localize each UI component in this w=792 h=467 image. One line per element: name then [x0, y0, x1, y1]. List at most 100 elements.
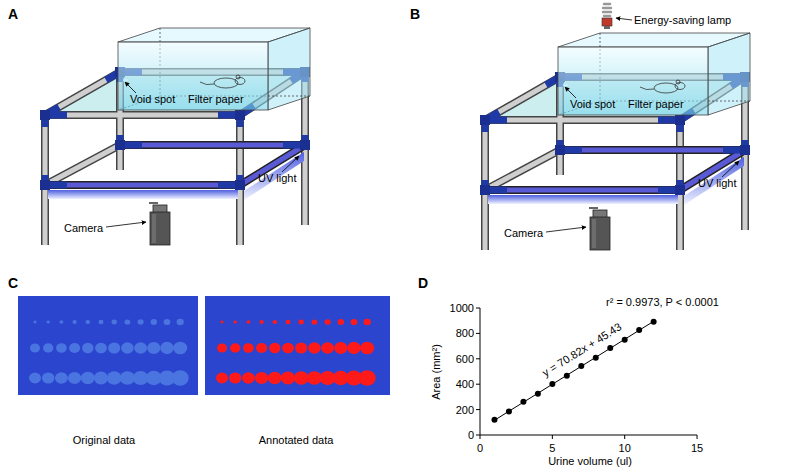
photo-background — [205, 296, 390, 395]
urine-spot — [256, 343, 267, 353]
axis-tick — [476, 409, 480, 410]
urine-spot — [347, 342, 361, 354]
axis-tick-label: 0 — [468, 430, 474, 441]
data-point — [636, 327, 642, 333]
urine-spot — [43, 343, 53, 352]
urine-spot — [121, 342, 134, 353]
data-point — [622, 337, 628, 343]
axis-tick — [476, 333, 480, 334]
urine-spot — [107, 371, 122, 384]
urine-spot — [220, 321, 223, 324]
urine-spot — [281, 372, 295, 385]
urine-spot — [134, 342, 147, 354]
urine-spot — [172, 370, 189, 385]
stat-label: r² = 0.9973, P < 0.0001 — [606, 297, 719, 308]
urine-spot — [294, 371, 309, 384]
urine-spot — [334, 342, 347, 354]
axis-tick-label: 0 — [477, 443, 483, 454]
callout-label: UV light — [258, 173, 297, 184]
urine-spot — [272, 320, 277, 324]
urine-spot — [120, 371, 135, 385]
urine-spot — [177, 319, 184, 325]
axis-tick — [480, 435, 481, 439]
camera — [150, 212, 170, 245]
urine-spot — [33, 321, 36, 324]
callout-label: Camera — [504, 228, 543, 239]
image-caption: Original data — [73, 435, 135, 446]
panel-letter: D — [418, 276, 428, 290]
urine-spot — [351, 319, 358, 325]
axis-title: Urine volume (ul) — [548, 456, 632, 467]
urine-spot — [216, 373, 228, 384]
urine-spot — [30, 344, 40, 353]
axis-tick — [476, 308, 480, 309]
data-point — [593, 355, 599, 361]
urine-spot — [325, 319, 331, 324]
energy-saving-lamp — [603, 4, 611, 16]
frame-joint — [235, 180, 245, 190]
urine-spot — [46, 320, 50, 323]
dash-mark — [149, 202, 158, 203]
urine-spot — [164, 319, 171, 325]
data-point — [491, 417, 497, 423]
apparatus — [40, 28, 310, 245]
urine-spot — [42, 372, 54, 383]
callout-label: Energy-saving lamp — [634, 15, 731, 26]
urine-spot — [217, 344, 227, 353]
uv-light — [244, 152, 304, 200]
urine-spot — [312, 319, 318, 324]
urine-spot — [242, 372, 255, 384]
leader-arrow — [616, 18, 632, 20]
data-point — [564, 373, 570, 379]
axis-tick — [624, 435, 625, 439]
leader-arrow — [106, 82, 299, 227]
urine-spot — [112, 320, 117, 325]
urine-spot — [108, 343, 120, 354]
axis-tick — [476, 358, 480, 359]
equation-label: y = 70.82x + 45.43 — [540, 321, 623, 379]
axis-line — [480, 308, 697, 435]
urine-spot — [359, 370, 376, 385]
urine-spot — [299, 320, 304, 325]
axis-tick-label: 1000 — [450, 303, 474, 314]
light-bar — [45, 145, 305, 185]
camera — [150, 205, 170, 245]
axis-tick-label: 600 — [456, 353, 474, 364]
urine-spot — [81, 372, 95, 384]
urine-spot — [85, 320, 90, 324]
urine-spot — [59, 320, 63, 324]
urine-spot — [246, 320, 250, 324]
urine-spot — [98, 320, 103, 325]
callout-label: Void spot — [130, 94, 175, 105]
callout-label: Camera — [64, 223, 103, 234]
urine-spot — [307, 371, 322, 385]
data-point — [651, 319, 657, 325]
axis-tick-label: 5 — [549, 443, 555, 454]
urine-spot — [82, 343, 93, 353]
urine-spot — [295, 343, 307, 354]
data-point — [535, 391, 541, 397]
urine-spot — [243, 343, 254, 353]
axis-tick-label: 800 — [456, 328, 474, 339]
urine-spot — [151, 319, 157, 325]
image-caption: Annotated data — [259, 435, 334, 446]
frame-joint — [235, 110, 245, 120]
frame-joint — [300, 140, 310, 150]
callout-label: Void spot — [570, 99, 615, 110]
callout-label: Filter paper — [188, 94, 244, 105]
axis-title: Area (mm²) — [431, 344, 442, 400]
urine-spot — [29, 373, 41, 384]
mouse — [236, 75, 240, 79]
urine-spot — [138, 319, 144, 324]
data-point — [520, 399, 526, 405]
data-point — [607, 345, 613, 351]
data-point — [578, 363, 584, 369]
urine-spot — [230, 343, 240, 352]
mouse — [200, 82, 214, 85]
urine-spot — [364, 319, 371, 325]
leader-arrow — [125, 82, 136, 93]
acrylic-cage — [268, 28, 310, 110]
urine-spot — [160, 342, 174, 354]
